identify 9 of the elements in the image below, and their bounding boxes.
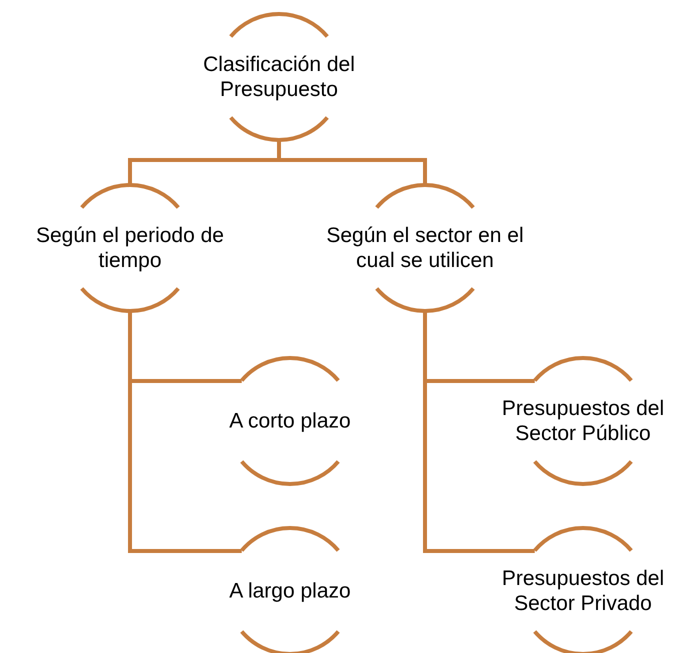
node-label: Presupuestos del Sector Privado [500,566,666,616]
node-label: Según el sector en el cual se utilicen [325,223,525,273]
node-label: Clasificación del Presupuesto [202,52,356,102]
node-label: A largo plazo [228,578,352,604]
node-label: A corto plazo [228,408,352,434]
node-label: Según el periodo de tiempo [35,223,225,273]
connector-line [128,311,242,553]
node-label: Presupuestos del Sector Público [500,396,666,446]
connector-line [423,311,535,553]
